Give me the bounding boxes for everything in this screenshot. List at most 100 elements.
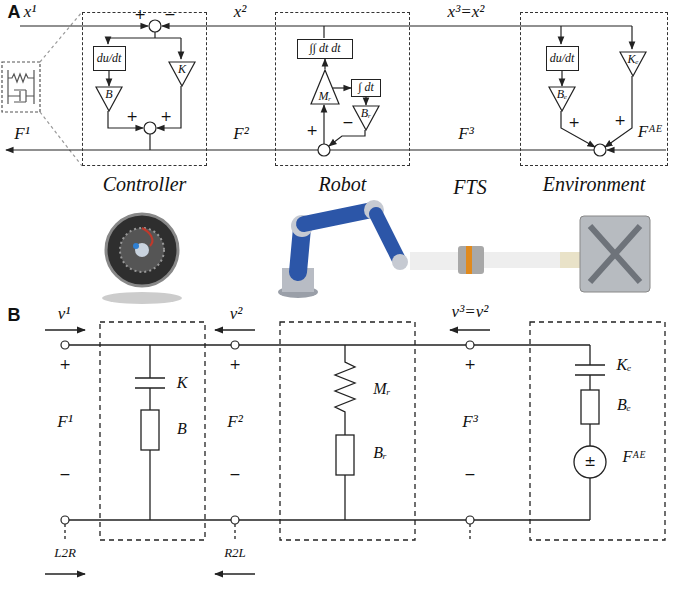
- terminal: [231, 516, 239, 524]
- circuit: [45, 329, 85, 330]
- signal-wire: [631, 26, 632, 49]
- circuit: [215, 573, 255, 574]
- sign-symbol: +: [59, 356, 71, 372]
- circuit: [589, 478, 590, 520]
- sign-symbol: −: [164, 6, 176, 22]
- element-name: Bᵣ: [373, 444, 387, 462]
- part-name: FTS: [453, 176, 486, 199]
- sign-symbol: −: [229, 466, 241, 482]
- circuit: [65, 524, 470, 540]
- circuit: [336, 435, 354, 475]
- signal-name: x²: [234, 2, 247, 22]
- signal-wire: [607, 149, 666, 150]
- node-label: Bᵣ: [361, 105, 371, 120]
- signal-wire: [180, 38, 181, 59]
- circuit: [65, 345, 590, 520]
- signal-name: v¹: [58, 304, 71, 324]
- direction-label: R2L: [224, 546, 246, 561]
- element-name: Fᴬᴱ: [623, 448, 646, 466]
- node-label: du/dt: [97, 52, 122, 65]
- controller-photo: [102, 214, 182, 304]
- inset-icon: [40, 12, 82, 166]
- sign-symbol: +: [464, 356, 476, 372]
- signal-wire: [149, 134, 150, 150]
- gain-triangle: K: [168, 61, 196, 87]
- circuit: [135, 345, 165, 410]
- sign-symbol: +: [126, 108, 138, 124]
- signal-name: Fᴬᴱ: [638, 122, 662, 142]
- terminal: [61, 516, 69, 524]
- triangle-outline: [620, 52, 646, 76]
- signal-wire: [323, 105, 324, 144]
- signal-name: F²: [227, 412, 242, 432]
- sign-symbol: ±: [584, 453, 596, 469]
- signal-name: F³: [458, 124, 473, 144]
- gain-triangle: Bₑ: [548, 86, 576, 112]
- node-label: Bₑ: [557, 86, 567, 101]
- signal-wire: [6, 26, 666, 150]
- inset-icon: [8, 70, 34, 104]
- module-box: Robot∫∫ dt dt∫ dtMᵣBᵣ: [275, 12, 410, 166]
- terminal: [466, 341, 474, 349]
- sign-symbol: +: [306, 122, 318, 138]
- element-name: B: [177, 420, 187, 438]
- element-name: Mᵣ: [373, 380, 390, 398]
- signal-arrow: [561, 71, 562, 86]
- signal-arrow: [324, 59, 325, 69]
- circuit: [581, 390, 599, 424]
- module-heading: Robot: [319, 173, 367, 195]
- circuit: [141, 410, 159, 450]
- element-name: Kₑ: [617, 356, 632, 374]
- sign-symbol: −: [342, 114, 354, 130]
- signal-wire: [20, 25, 148, 26]
- robot-arm: [304, 210, 372, 224]
- sign-symbol: −: [464, 466, 476, 482]
- summing-junction: [144, 122, 156, 134]
- module-box: Environmentdu/dtBₑKₑ: [520, 12, 668, 166]
- controller-photo: [133, 243, 139, 249]
- inset-icon: [8, 74, 34, 82]
- controller-photo: [142, 228, 152, 246]
- node-label: K: [178, 61, 186, 76]
- node-label: B: [105, 86, 112, 101]
- inset-icon: [2, 12, 82, 166]
- triangle-outline: [96, 87, 122, 111]
- signal-name: x³=x²: [448, 2, 485, 22]
- signal-name: F¹: [14, 124, 29, 144]
- force-torque-sensor: [484, 252, 566, 268]
- signal-name: v³=v²: [452, 302, 489, 322]
- environment-spring: [580, 216, 650, 292]
- module-box: Controllerdu/dtBK: [82, 12, 207, 166]
- panel-letter: B: [8, 305, 21, 326]
- controller-photo: [106, 214, 178, 286]
- summing-junction: [594, 144, 606, 156]
- signal-wire: [108, 32, 181, 38]
- circuit: [149, 450, 150, 520]
- environment-spring: [560, 216, 650, 292]
- summing-junction: [144, 20, 606, 156]
- sign-symbol: +: [160, 108, 172, 124]
- signal-wire: [605, 76, 632, 147]
- circuit: [450, 329, 490, 330]
- circuit: [530, 322, 665, 540]
- element-name: K: [177, 374, 188, 392]
- force-torque-sensor: [410, 252, 460, 270]
- summing-junction: [318, 144, 330, 156]
- operator-box: ∫∫ dt dt: [297, 39, 353, 59]
- gain-triangle: B: [95, 86, 123, 112]
- triangle-outline: [169, 62, 195, 86]
- circuit: [100, 322, 205, 540]
- circuit: [215, 329, 255, 330]
- sign-symbol: +: [614, 112, 626, 128]
- operator-box: du/dt: [546, 46, 579, 71]
- force-torque-sensor: [458, 246, 484, 274]
- circuit: [344, 475, 345, 520]
- signal-wire: [329, 130, 365, 146]
- triangle-outline: [353, 106, 379, 130]
- signal-wire: [6, 149, 594, 150]
- signal-name: x¹: [24, 2, 37, 22]
- robot-arm: [392, 254, 408, 270]
- signal-wire: [107, 38, 108, 44]
